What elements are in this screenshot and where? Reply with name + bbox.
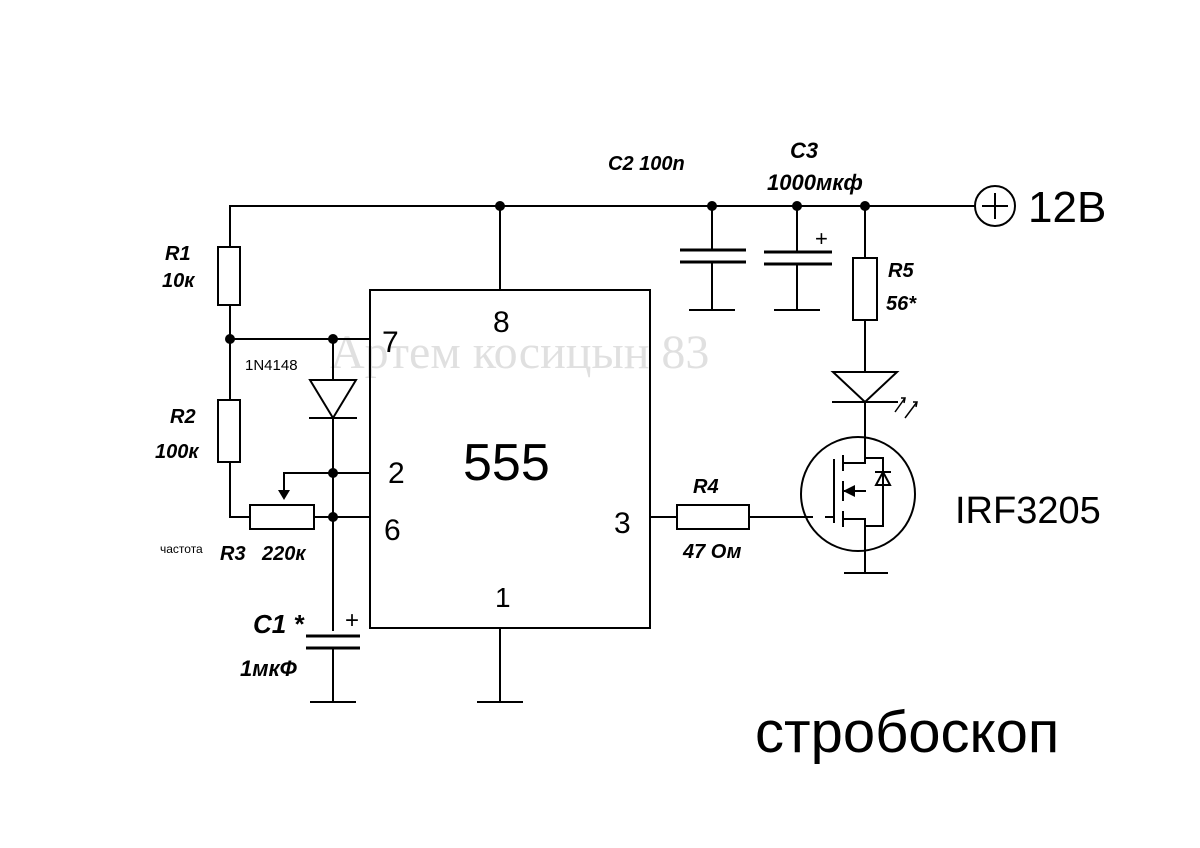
watermark: Артем косицын 83	[330, 326, 709, 379]
r1-name: R1	[165, 243, 191, 265]
led	[830, 371, 918, 445]
mosfet-q1: IRF3205	[800, 436, 1101, 574]
resistor-r1: R1 10к	[162, 243, 241, 401]
pin-3-label: 3	[614, 507, 631, 540]
r5-value: 56*	[886, 293, 917, 315]
ic-label: 555	[463, 434, 550, 492]
supply-terminal: 12В	[974, 183, 1106, 232]
c3-polarity: +	[815, 226, 828, 251]
page-title: стробоскоп	[755, 700, 1059, 765]
resistor-r4: R4 47 Ом	[649, 476, 813, 563]
d1-label: 1N4148	[245, 357, 298, 374]
r5-name: R5	[888, 260, 914, 282]
pin-8-label: 8	[493, 306, 510, 339]
pin-6-label: 6	[384, 514, 401, 547]
c3-name: C3	[790, 138, 818, 163]
potentiometer-r3: частота R3 220к	[160, 468, 371, 565]
r3-value: 220к	[261, 543, 306, 565]
c3-value: 1000мкф	[767, 170, 863, 195]
r3-name: R3	[220, 543, 246, 565]
r2-name: R2	[170, 406, 196, 428]
c1-polarity: +	[345, 607, 359, 634]
ic-555: 555 8 7 2 6 3 1	[369, 289, 651, 629]
capacitor-c3: + C3 1000мкф	[764, 138, 863, 311]
c1-name: C1 *	[253, 609, 305, 639]
pin-1-label: 1	[495, 582, 511, 613]
diode-d1: 1N4148	[245, 338, 358, 631]
resistor-r2: R2 100к	[155, 399, 251, 518]
r4-name: R4	[693, 476, 719, 498]
supply-rail	[229, 201, 976, 248]
c2-label: C2 100n	[608, 153, 685, 175]
r1-value: 10к	[162, 270, 195, 292]
ground-ic	[477, 627, 523, 703]
resistor-r5: R5 56*	[852, 205, 917, 373]
pin-7-label: 7	[382, 326, 399, 359]
q1-label: IRF3205	[955, 490, 1101, 532]
pin-2-label: 2	[388, 457, 405, 490]
capacitor-c2: C2 100n	[608, 153, 746, 311]
c1-value: 1мкФ	[240, 656, 298, 681]
r3-note: частота	[160, 542, 203, 556]
capacitor-c1: + C1 * 1мкФ	[240, 607, 360, 703]
r4-value: 47 Ом	[682, 541, 742, 563]
supply-voltage-label: 12В	[1028, 183, 1106, 232]
r2-value: 100к	[155, 441, 199, 463]
